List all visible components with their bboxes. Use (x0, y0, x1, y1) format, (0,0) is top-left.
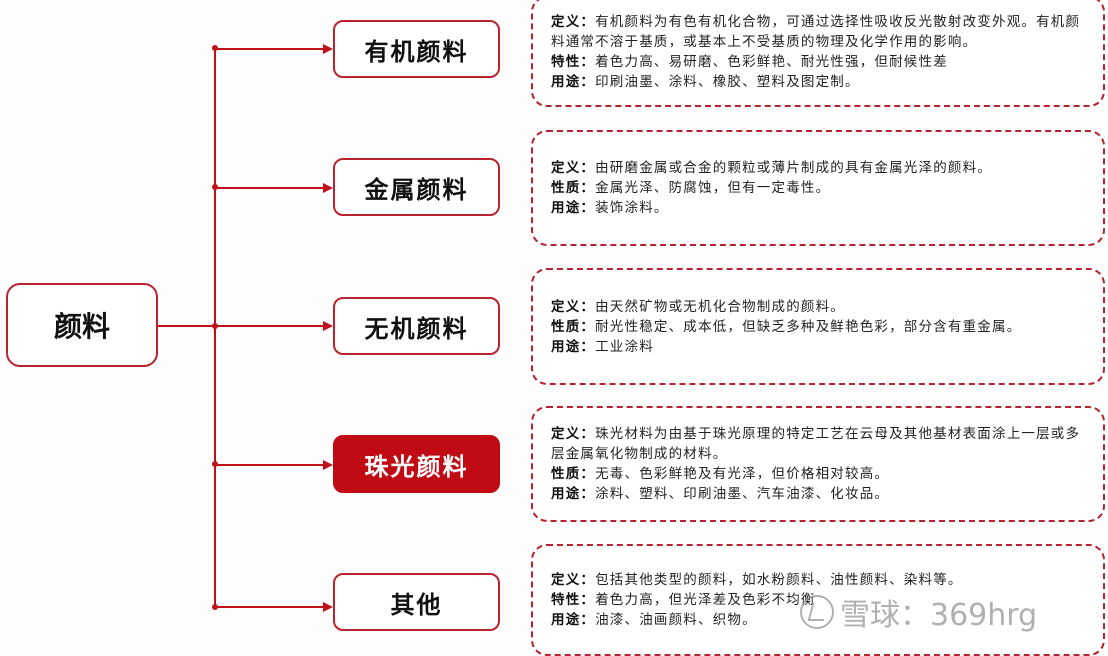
property-row: 特性：着色力高、易研磨、色彩鲜艳、耐光性强，但耐候性差 (551, 53, 948, 70)
description-box-metal: 定义：由研磨金属或合金的颗粒或薄片制成的具有金属光泽的颜料。 性质：金属光泽、防… (531, 130, 1105, 246)
usage-row: 用途：涂料、塑料、印刷油墨、汽车油漆、化妆品。 (551, 486, 890, 502)
usage-row: 用途：印刷油墨、涂料、橡胶、塑料及图定制。 (551, 73, 860, 90)
description-box-other: 定义：包括其他类型的颜料，如水粉颜料、油性颜料、染料等。 特性：着色力高，但光泽… (531, 544, 1105, 656)
property-row: 性质：耐光性稳定、成本低，但缺乏多种及鲜艳色彩，部分含有重金属。 (551, 318, 1022, 335)
definition-row: 定义：珠光材料为由基于珠光原理的特定工艺在云母及其他基材表面涂上一层或多层金属氧… (551, 426, 1081, 462)
description-box-pearlescent: 定义：珠光材料为由基于珠光原理的特定工艺在云母及其他基材表面涂上一层或多层金属氧… (531, 406, 1105, 522)
category-label: 有机颜料 (364, 36, 469, 66)
category-node-inorganic: 无机颜料 (333, 297, 500, 355)
usage-row: 用途：油漆、油画颜料、织物。 (551, 612, 757, 628)
arrow-head-icon (323, 321, 333, 331)
definition-row: 定义：由研磨金属或合金的颗粒或薄片制成的具有金属光泽的颜料。 (551, 160, 993, 176)
connector-branch-other (215, 606, 325, 608)
description-box-organic: 定义：有机颜料为有色有机化合物，可通过选择性吸收反光散射改变外观。有机颜料通常不… (531, 0, 1105, 107)
property-row: 特性：着色力高，但光泽差及色彩不均衡 (551, 592, 816, 608)
definition-row: 定义：有机颜料为有色有机化合物，可通过选择性吸收反光散射改变外观。有机颜料通常不… (551, 13, 1081, 50)
category-node-pearlescent: 珠光颜料 (333, 435, 500, 493)
connector-branch-organic (215, 48, 325, 50)
connector-branch-inorganic (215, 325, 325, 327)
arrow-head-icon (323, 602, 333, 612)
property-row: 性质：金属光泽、防腐蚀，但有一定毒性。 (551, 180, 831, 196)
connector-branch-metal (215, 187, 325, 189)
category-label: 珠光颜料 (364, 451, 469, 481)
arrow-head-icon (323, 460, 333, 470)
category-label: 其他 (390, 589, 443, 619)
snowball-logo-icon (800, 595, 834, 629)
connector-branch-pearlescent (215, 464, 325, 466)
watermark: 雪球：369hrg (800, 590, 1037, 634)
category-node-other: 其他 (333, 573, 500, 631)
root-node-pigment: 颜料 (6, 283, 158, 367)
definition-row: 定义：由天然矿物或无机化合物制成的颜料。 (551, 298, 846, 315)
description-box-inorganic: 定义：由天然矿物或无机化合物制成的颜料。 性质：耐光性稳定、成本低，但缺乏多种及… (531, 268, 1105, 385)
watermark-text: 雪球：369hrg (840, 598, 1038, 633)
usage-row: 用途：工业涂料 (551, 338, 654, 355)
connector-root-horizontal (158, 325, 216, 327)
root-node-label: 颜料 (53, 310, 110, 343)
definition-row: 定义：包括其他类型的颜料，如水粉颜料、油性颜料、染料等。 (551, 572, 963, 588)
arrow-head-icon (323, 44, 333, 54)
property-row: 性质：无毒、色彩鲜艳及有光泽，但价格相对较高。 (551, 466, 890, 482)
category-label: 无机颜料 (364, 313, 469, 343)
arrow-head-icon (323, 183, 333, 193)
category-node-organic: 有机颜料 (333, 20, 500, 78)
category-label: 金属颜料 (364, 174, 469, 204)
usage-row: 用途：装饰涂料。 (551, 200, 669, 216)
category-node-metal: 金属颜料 (333, 158, 500, 216)
